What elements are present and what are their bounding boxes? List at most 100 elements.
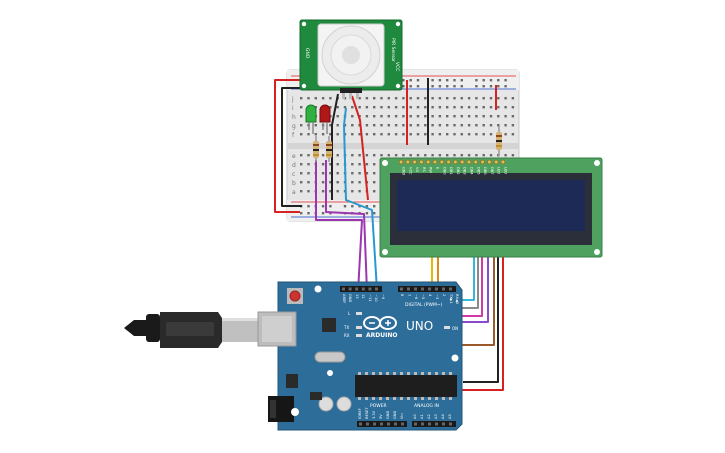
chip-leg xyxy=(393,397,396,400)
pir-pin-label: GND xyxy=(304,48,310,59)
chip-leg xyxy=(400,372,403,375)
breadboard-hole xyxy=(424,154,427,157)
breadboard-hole xyxy=(460,154,463,157)
led-green[interactable] xyxy=(305,104,317,134)
breadboard-hole xyxy=(300,181,303,184)
breadboard-hole xyxy=(416,124,420,127)
breadboard-hole xyxy=(373,124,376,127)
power-pin-label: Vin xyxy=(400,413,404,419)
rail-hole xyxy=(365,205,369,208)
rail-hole xyxy=(321,205,325,208)
power-label: POWER xyxy=(370,403,387,409)
arduino-uno[interactable]: L TX RX ON ARDUINO UNO DIGITAL (PWM~) PO… xyxy=(257,281,463,431)
breadboard-hole xyxy=(489,106,493,109)
chip-leg xyxy=(365,397,368,400)
chip-leg xyxy=(372,397,375,400)
wire-purple-2 xyxy=(325,160,368,293)
analog-header[interactable] xyxy=(412,421,456,427)
breadboard-hole xyxy=(438,115,442,118)
breadboard-hole xyxy=(358,172,361,175)
header-hole xyxy=(368,287,372,291)
breadboard-hole xyxy=(365,172,369,175)
row-letter: d xyxy=(292,162,296,169)
pir-pins xyxy=(342,93,359,99)
arduino-brand: ARDUINO xyxy=(366,332,397,339)
usb-cable xyxy=(124,312,258,348)
breadboard-hole xyxy=(300,163,303,166)
digital-pin-label: 13 xyxy=(355,294,359,299)
lcd-pin-label: DB7 xyxy=(490,167,494,175)
digital-header-left[interactable] xyxy=(340,286,382,292)
breadboard-hole xyxy=(300,154,303,157)
digital-pin-label: 7 xyxy=(407,294,411,296)
analog-label: ANALOG IN xyxy=(414,403,439,409)
breadboard-hole xyxy=(300,124,303,127)
chip-leg xyxy=(442,372,445,375)
lcd-pin-label: DB2 xyxy=(456,167,460,175)
header-hole xyxy=(421,287,424,291)
breadboard-hole xyxy=(358,163,361,166)
chip-leg xyxy=(386,397,389,400)
rail-hole xyxy=(438,79,442,82)
chip-leg xyxy=(358,372,361,375)
chip-leg xyxy=(428,397,431,400)
breadboard-hole xyxy=(489,97,493,100)
reset-button[interactable] xyxy=(289,290,301,302)
header-hole xyxy=(449,422,452,426)
digital-pin-label: ~10 xyxy=(374,294,378,302)
chip-leg xyxy=(449,397,452,400)
breadboard-hole xyxy=(351,154,354,157)
lcd-pin-label: DB6 xyxy=(483,167,487,175)
digital-pin-label: 2 xyxy=(442,294,446,296)
row-letter: e xyxy=(292,153,296,160)
breadboard-hole xyxy=(424,115,427,118)
row-letter: a xyxy=(292,189,296,196)
lcd-pin-label: E xyxy=(436,167,440,170)
breadboard-hole xyxy=(314,97,317,100)
power-pin-label: RESET xyxy=(365,407,369,419)
resistor-3[interactable] xyxy=(496,126,502,156)
breadboard-hole xyxy=(329,181,332,184)
pir-sensor[interactable]: PIR Sensor GND VCC xyxy=(299,19,403,99)
breadboard-hole xyxy=(424,124,427,127)
breadboard-hole xyxy=(446,133,449,136)
lcd-header-pins xyxy=(398,159,506,165)
breadboard-hole xyxy=(402,106,405,109)
chip-leg xyxy=(386,372,389,375)
breadboard-hole xyxy=(482,133,485,136)
breadboard-hole xyxy=(365,133,369,136)
breadboard-hole xyxy=(511,106,515,109)
lcd-pin xyxy=(405,159,411,165)
resistor-2[interactable] xyxy=(326,136,332,162)
resistor-1[interactable] xyxy=(313,136,319,162)
breadboard-hole xyxy=(467,154,471,157)
breadboard-hole xyxy=(307,97,310,100)
digital-header-right[interactable] xyxy=(398,286,456,292)
breadboard-hole xyxy=(358,97,361,100)
breadboard-hole xyxy=(409,115,412,118)
breadboard-hole xyxy=(409,106,412,109)
breadboard-hole xyxy=(373,172,376,175)
pir-pin-label: VCC xyxy=(394,62,400,71)
wire-pir-gnd xyxy=(331,93,339,200)
lcd-pin-label: RW xyxy=(429,167,433,173)
row-letter: b xyxy=(292,180,296,187)
row-letter: g xyxy=(292,123,296,130)
led-red[interactable] xyxy=(319,104,331,134)
breadboard-hole xyxy=(475,115,478,118)
rail-hole xyxy=(307,205,310,208)
breadboard-hole xyxy=(373,190,376,193)
breadboard-hole xyxy=(424,133,427,136)
arduino-model: UNO xyxy=(406,319,433,333)
lcd-pin-label: GND xyxy=(402,167,406,175)
breadboard-hole xyxy=(387,97,390,100)
chip-leg xyxy=(428,372,431,375)
header-hole xyxy=(435,422,438,426)
header-hole xyxy=(435,287,438,291)
breadboard-hole xyxy=(467,115,471,118)
breadboard-hole xyxy=(336,154,339,157)
lcd-pin xyxy=(412,159,418,165)
breadboard-hole xyxy=(314,124,317,127)
